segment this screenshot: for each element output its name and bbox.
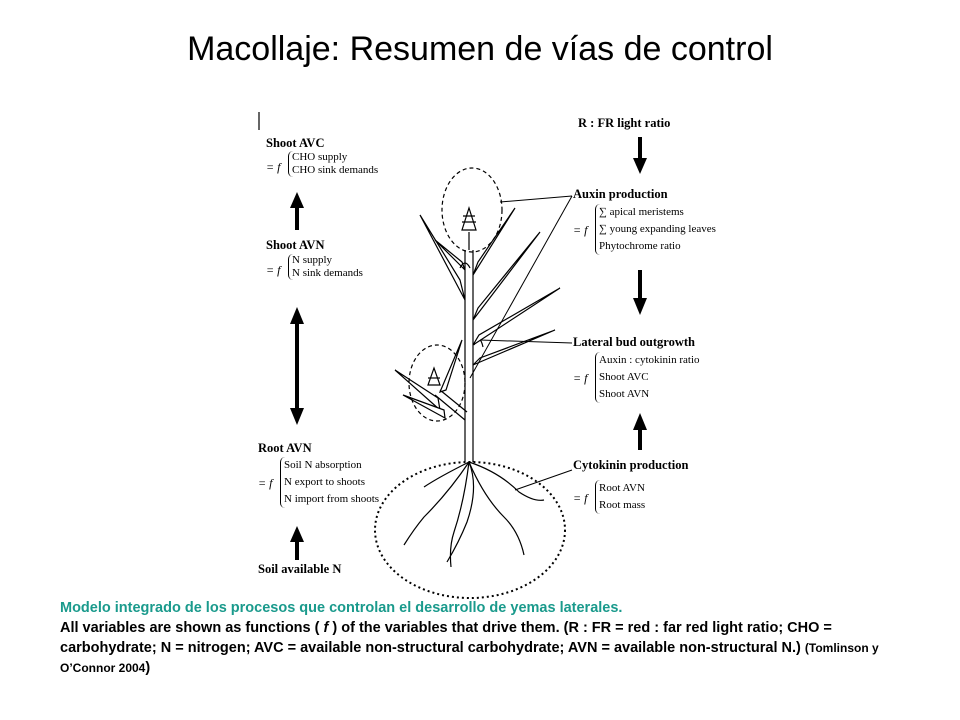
arrow-down-auxin-to-lateral [633, 270, 647, 315]
arrow-up-soil-to-root [290, 526, 304, 560]
label-shoot-avn: Shoot AVN [266, 238, 325, 252]
item-n-supply: N supply [292, 254, 333, 266]
function-cytokinin: = f Root AVN Root mass [573, 480, 713, 514]
item-young-leaves: ∑ young expanding leaves [599, 223, 716, 235]
caption-line-spanish: Modelo integrado de los procesos que con… [60, 600, 623, 616]
label-rfr: R : FR light ratio [578, 116, 671, 130]
item-cho-supply: CHO supply [292, 151, 348, 163]
page-title: Macollaje: Resumen de vías de control [187, 30, 773, 68]
arrow-up-cytokinin-to-lateral [633, 413, 647, 450]
function-lateral: = f Auxin : cytokinin ratio Shoot AVC Sh… [573, 352, 743, 404]
item-n-export: N export to shoots [284, 476, 365, 488]
eq-cytokinin: = f [573, 491, 588, 505]
label-auxin-production: Auxin production [573, 187, 668, 201]
label-cytokinin-production: Cytokinin production [573, 458, 689, 472]
caption-close-paren: ) [145, 660, 151, 676]
item-cho-sink: CHO sink demands [292, 164, 379, 176]
label-shoot-avc: Shoot AVC [266, 136, 325, 150]
arrow-down-rfr-to-auxin [633, 137, 647, 174]
eq-auxin: = f [573, 223, 588, 237]
caption-f-symbol: f [323, 620, 329, 636]
eq-root-avn: = f [258, 476, 273, 490]
item-n-sink: N sink demands [292, 267, 363, 279]
item-apical-meristems: ∑ apical meristems [599, 206, 684, 218]
item-root-avn: Root AVN [599, 482, 645, 494]
item-n-import: N import from shoots [284, 493, 380, 505]
label-root-avn: Root AVN [258, 441, 312, 455]
function-shoot-avc: = f CHO supply CHO sink demands [266, 151, 396, 181]
eq-shoot-avn: = f [266, 263, 281, 277]
function-shoot-avn: = f N supply N sink demands [266, 254, 396, 284]
eq-shoot-avc: = f [266, 160, 281, 174]
figure-caption: Modelo integrado de los procesos que con… [60, 598, 920, 678]
caption-body-b: ) of the variables that drive them. (R :… [60, 620, 832, 656]
item-soil-n-absorption: Soil N absorption [284, 459, 362, 471]
item-auxin-cytokinin: Auxin : cytokinin ratio [599, 354, 700, 366]
item-lateral-shoot-avc: Shoot AVC [599, 371, 649, 383]
item-phytochrome: Phytochrome ratio [599, 240, 681, 252]
arrow-double-avn [290, 307, 304, 425]
label-lateral-bud: Lateral bud outgrowth [573, 335, 696, 349]
arrow-up-avn-to-avc [290, 192, 304, 230]
connector-lines [469, 195, 573, 491]
item-lateral-shoot-avn: Shoot AVN [599, 388, 650, 400]
plant-illustration [374, 167, 566, 599]
caption-citation: (Tomlinson y O’Connor 2004 [60, 641, 879, 675]
function-auxin: = f ∑ apical meristems ∑ young expanding… [573, 204, 743, 256]
label-soil-available-n: Soil available N [258, 562, 342, 576]
caption-body-a: All variables are shown as functions ( [60, 620, 324, 636]
function-root-avn: = f Soil N absorption N export to shoots… [258, 457, 398, 508]
item-root-mass: Root mass [599, 499, 646, 511]
eq-lateral: = f [573, 371, 588, 385]
